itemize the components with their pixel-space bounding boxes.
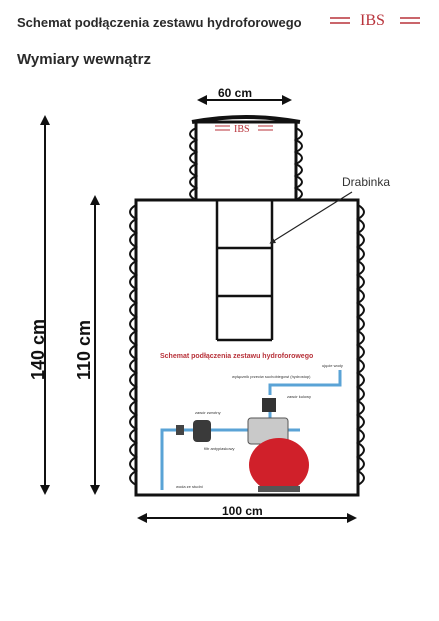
neck-ribs-right (293, 127, 303, 201)
chamber-ribs-left (129, 204, 138, 486)
chamber-ribs-right (356, 204, 365, 486)
manhole-cover (191, 115, 301, 124)
bottom-width-label: 100 cm (222, 504, 263, 518)
inner-schematic-title: Schemat podłączenia zestawu hydroforoweg… (160, 353, 313, 360)
well-water-label: woda ze studni (176, 484, 203, 489)
check-valve (176, 425, 184, 435)
logo-text: IBS (360, 12, 385, 29)
ladder-label: Drabinka (342, 175, 390, 189)
pressure-switch (262, 398, 276, 412)
ball-valve-label: zawór kulowy (287, 394, 311, 399)
sand-filter (193, 420, 211, 442)
water-outlet-label: ujęcie wody (322, 363, 343, 368)
cover-logo: IBS (234, 124, 250, 135)
tank-base (258, 486, 300, 492)
page-title: Schemat podłączenia zestawu hydroforoweg… (17, 15, 302, 30)
valve-label: zawór zwrotny (195, 410, 221, 415)
ladder-pointer (269, 191, 353, 244)
filter-label: filtr antypiaskowy (204, 446, 234, 451)
inner-height-label: 110 cm (74, 320, 94, 380)
pressure-tank (249, 438, 309, 492)
ladder (215, 200, 274, 342)
top-width-label: 60 cm (218, 86, 252, 100)
page-subtitle: Wymiary wewnątrz (17, 51, 151, 68)
ibs-logo: IBS (330, 12, 420, 29)
pressure-switch-label: wyłącznik przeciw suchobiegowi (hydrosto… (232, 374, 311, 379)
neck-ribs-left (189, 127, 199, 201)
outer-height-label: 140 cm (28, 319, 48, 380)
well-chamber (134, 198, 360, 497)
